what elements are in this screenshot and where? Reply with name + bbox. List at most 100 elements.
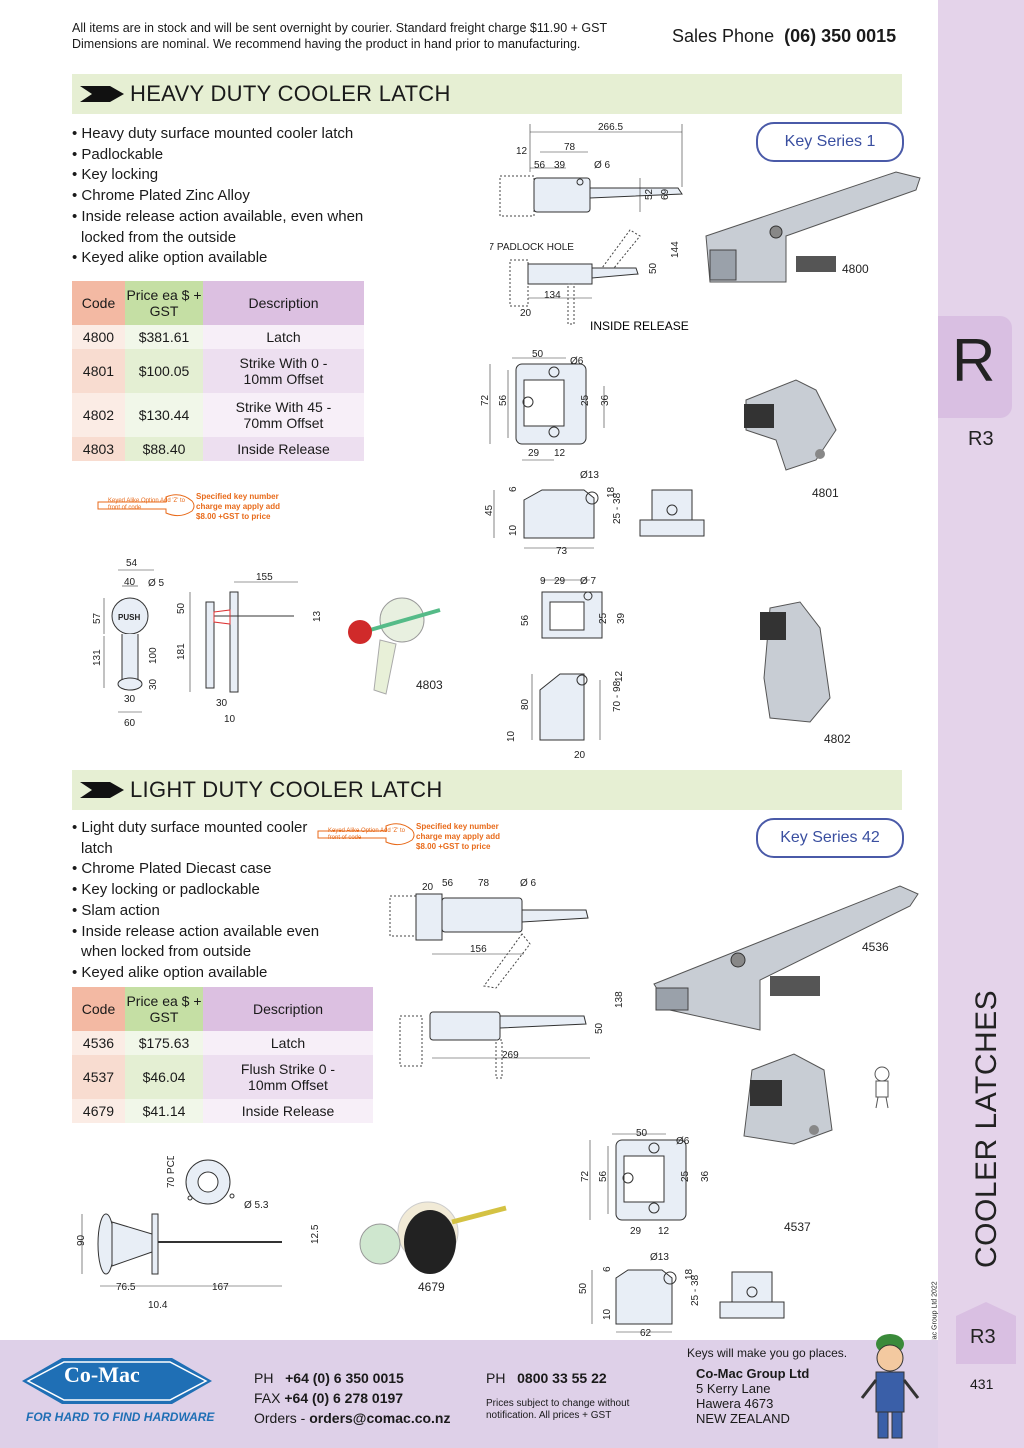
section-title: LIGHT DUTY COOLER LATCH xyxy=(130,777,443,802)
arrow-icon xyxy=(80,86,124,102)
cell-code: 4800 xyxy=(72,325,125,349)
fax-label: FAX xyxy=(254,1390,281,1406)
section-title: HEAVY DUTY COOLER LATCH xyxy=(130,81,451,106)
category-letter: R xyxy=(952,327,996,394)
product-code-label: 4803 xyxy=(416,678,443,692)
page-number: 431 xyxy=(970,1376,994,1392)
dim-label: 29 xyxy=(630,1226,642,1237)
dim-label: 10 xyxy=(506,730,517,742)
col-header-code: Code xyxy=(72,281,125,325)
product-code-label: 4537 xyxy=(784,1220,811,1234)
sales-phone-label: Sales Phone xyxy=(672,26,775,46)
price-table-light: Code Price ea $ + GST Description 4536 $… xyxy=(72,987,373,1123)
section-heading-heavy-duty: HEAVY DUTY COOLER LATCH xyxy=(72,74,902,114)
cell-code: 4801 xyxy=(72,349,125,393)
dim-label: 60 xyxy=(124,718,136,729)
feature-item: Inside release action available, even wh… xyxy=(72,207,392,248)
key-series-badge: Key Series 42 xyxy=(756,818,904,858)
section-code-top: R3 xyxy=(968,428,994,450)
cell-description: Inside Release xyxy=(203,1099,373,1123)
cell-price: $130.44 xyxy=(125,393,203,437)
fax-number: +64 (0) 6 278 0197 xyxy=(284,1390,404,1406)
feature-item: Heavy duty surface mounted cooler latch xyxy=(72,124,392,145)
dim-label: 156 xyxy=(470,944,487,955)
strike-4801-side-drawing: Ø13 6 45 10 73 18 25 - 38 xyxy=(484,470,705,557)
comac-logo xyxy=(22,1358,212,1404)
product-code-label: 4679 xyxy=(418,1280,445,1294)
dim-label: Ø6 xyxy=(676,1136,690,1147)
dim-label: 40 xyxy=(124,577,136,588)
dim-label: 90 xyxy=(76,1234,87,1246)
dim-label: Ø13 xyxy=(580,470,599,481)
ph2-label: PH xyxy=(486,1370,506,1386)
category-title: COOLER LATCHES xyxy=(970,989,1003,1268)
key-shape-icon xyxy=(96,493,196,519)
strike-4537-photo xyxy=(743,1053,833,1145)
dim-label: 12 xyxy=(516,146,528,157)
right-sidebar xyxy=(938,0,1024,1448)
cell-price: $100.05 xyxy=(125,349,203,393)
strike-4537-front-drawing: 50 Ø6 72 56 25 36 29 12 xyxy=(580,1128,711,1237)
dim-label: 6 xyxy=(508,486,519,492)
inside-release-4803-drawing: PUSH 54 40 Ø 5 57 131 100 30 30 60 155 5… xyxy=(92,558,323,729)
dim-label: Ø 7 xyxy=(580,576,597,587)
cell-description: Latch xyxy=(203,1031,373,1055)
dim-label: 18 xyxy=(684,1268,695,1280)
dim-label: 9 xyxy=(540,576,546,587)
dim-label: 39 xyxy=(554,160,566,171)
strike-4802-drawing: 9 29 Ø 7 56 25 39 80 12 10 20 70 - 98 xyxy=(506,576,627,761)
dim-label: 78 xyxy=(478,878,490,889)
latch-4800-drawing: 266.5 78 12 56 39 Ø 6 52 69 Ø 7 PADLOCK … xyxy=(490,122,689,333)
dim-label: 70 - 98 xyxy=(612,680,623,712)
dim-label: 25 xyxy=(598,612,609,624)
freephone-number[interactable]: 0800 33 55 22 xyxy=(517,1370,607,1386)
dim-label: 266.5 xyxy=(598,122,623,133)
price-table-heavy: Code Price ea $ + GST Description 4800 $… xyxy=(72,281,364,461)
dim-label: 56 xyxy=(520,614,531,626)
address-line: Hawera 4673 xyxy=(696,1396,774,1411)
col-header-description: Description xyxy=(203,987,373,1031)
dim-label: 36 xyxy=(600,394,611,406)
dim-label: 80 xyxy=(520,698,531,710)
slogan: Keys will make you go places. xyxy=(687,1346,848,1360)
dim-label: 30 xyxy=(148,678,159,690)
feature-item: Light duty surface mounted cooler latch xyxy=(72,818,322,859)
phone-number[interactable]: +64 (0) 6 350 0015 xyxy=(285,1370,404,1386)
dim-label: 25 xyxy=(680,1170,691,1182)
dim-label: 50 xyxy=(532,350,544,360)
cell-code: 4803 xyxy=(72,437,125,461)
dim-label: 20 xyxy=(422,882,434,893)
col-header-price: Price ea $ + GST xyxy=(125,987,203,1031)
inside-release-4803-photo xyxy=(348,597,441,695)
dim-label: 20 xyxy=(520,308,532,319)
sales-phone: Sales Phone (06) 350 0015 xyxy=(672,26,896,47)
dim-label: 167 xyxy=(212,1282,229,1293)
table-row: 4679 $41.14 Inside Release xyxy=(72,1099,373,1123)
table-row: 4803 $88.40 Inside Release xyxy=(72,437,364,461)
dim-label: 29 xyxy=(554,576,566,587)
strike-4802-photo xyxy=(760,601,831,723)
table-row: 4800 $381.61 Latch xyxy=(72,325,364,349)
dim-label: 76.5 xyxy=(116,1282,136,1293)
address-line: NEW ZEALAND xyxy=(696,1411,790,1426)
dim-label: 70 PCD xyxy=(166,1156,177,1188)
specified-key-note: Specified key number charge may apply ad… xyxy=(416,822,501,851)
table-row: 4801 $100.05 Strike With 0 - 10mm Offset xyxy=(72,349,364,393)
notice-line-1: All items are in stock and will be sent … xyxy=(72,21,608,35)
dim-label: 72 xyxy=(480,394,491,406)
dim-label: 12 xyxy=(614,670,625,682)
cell-price: $175.63 xyxy=(125,1031,203,1055)
cell-price: $41.14 xyxy=(125,1099,203,1123)
cell-price: $88.40 xyxy=(125,437,203,461)
inside-release-4679-drawing: 70 PCD Ø 5.3 90 12.5 76.5 167 10.4 xyxy=(76,1156,321,1311)
cell-code: 4537 xyxy=(72,1055,125,1099)
orders-email[interactable]: orders@comac.co.nz xyxy=(309,1410,451,1426)
dim-label: 134 xyxy=(544,290,561,301)
dim-label: 10 xyxy=(224,714,236,725)
dim-label: 56 xyxy=(534,160,546,171)
col-header-price: Price ea $ + GST xyxy=(125,281,203,325)
product-code-label: 4800 xyxy=(842,262,869,276)
dim-label: 29 xyxy=(528,448,540,459)
dim-label: 62 xyxy=(640,1328,652,1338)
specified-key-note: Specified key number charge may apply ad… xyxy=(196,492,281,521)
